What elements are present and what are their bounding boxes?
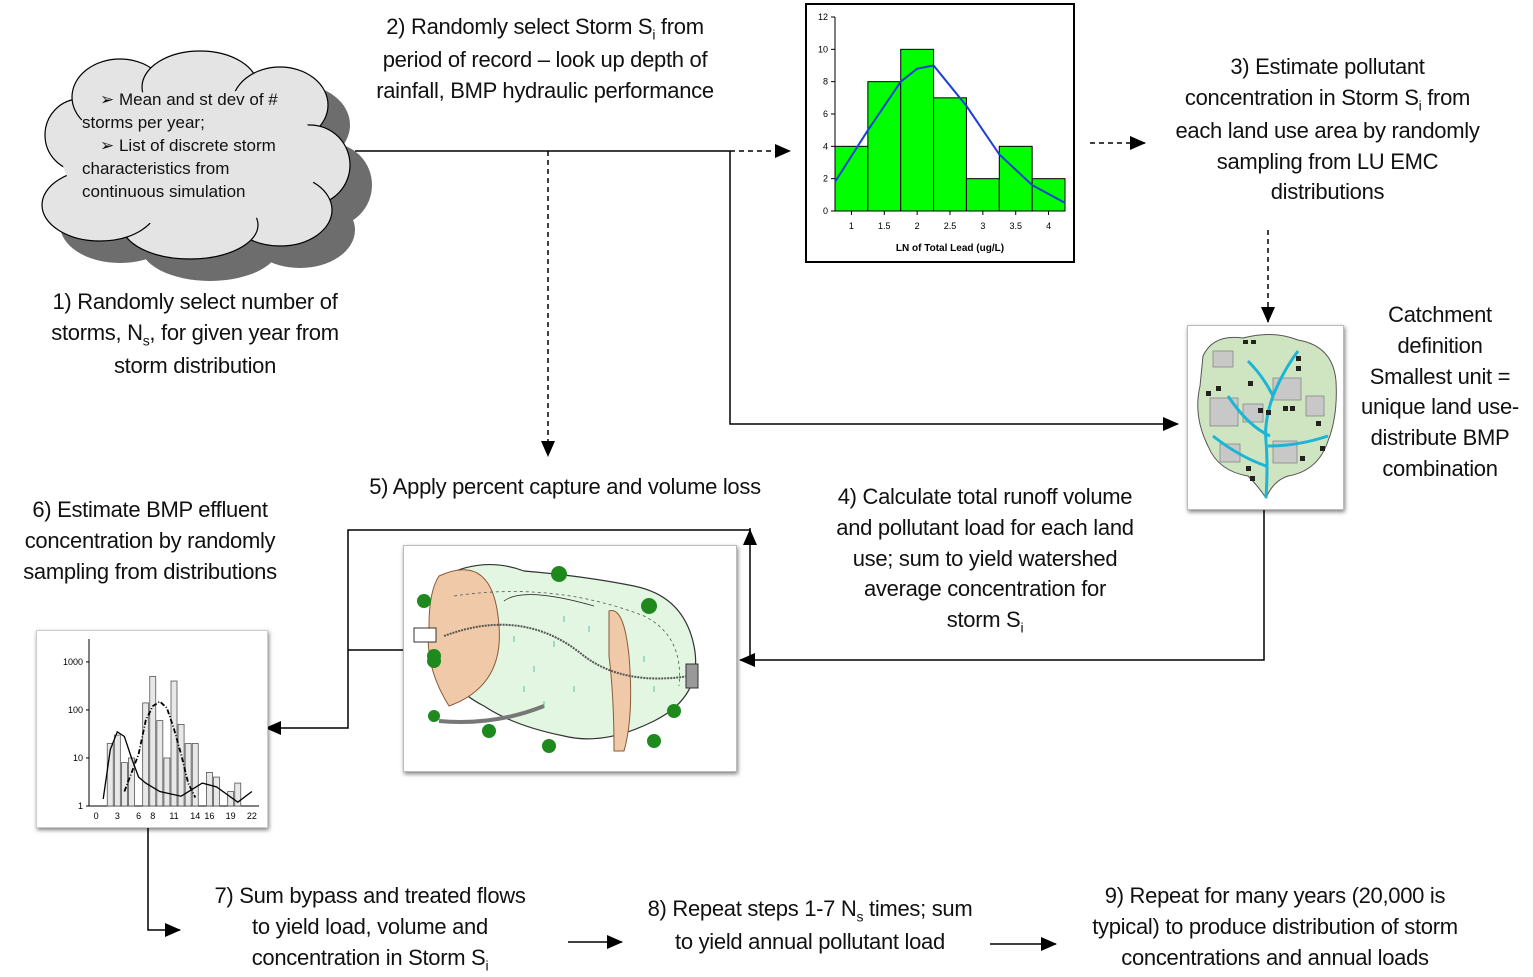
cloud-text: ➢ Mean and st dev of # storms per year; … — [82, 89, 322, 204]
log-bar — [142, 702, 150, 807]
y-tick-label: 4 — [823, 141, 828, 151]
x-axis-label: LN of Total Lead (ug/L) — [896, 243, 1004, 254]
cloud-line-4: characteristics from — [82, 158, 230, 178]
histogram-bar — [867, 81, 902, 212]
y-tick-label: 12 — [818, 12, 828, 22]
log-bar — [234, 782, 242, 807]
cloud-line-2: storms per year; — [82, 112, 205, 132]
x-tick-label: 0 — [94, 811, 99, 821]
x-tick-label: 4 — [1046, 221, 1051, 231]
fit-curve-dashdot — [123, 700, 197, 798]
bmp-pond-diagram — [403, 545, 737, 772]
step-6-text: 6) Estimate BMP effluent concentration b… — [23, 497, 277, 584]
log-bar — [191, 743, 199, 807]
step-3-text: 3) Estimate pollutant concentration in S… — [1175, 54, 1480, 205]
y-tick-label: 10 — [818, 44, 828, 54]
fit-curve — [834, 64, 1066, 204]
log-bar — [149, 675, 157, 807]
x-tick-label: 22 — [247, 811, 257, 821]
y-tick-label: 100 — [68, 705, 83, 715]
log-bar — [184, 743, 192, 807]
x-tick-label: 3 — [980, 221, 985, 231]
log-bar — [206, 772, 213, 807]
step-1-text: 1) Randomly select number of storms, Ns,… — [51, 289, 339, 378]
x-tick-label: 16 — [204, 811, 214, 821]
x-tick-label: 2.5 — [944, 221, 957, 231]
histogram-bar — [965, 178, 1000, 212]
cloud-line-5: continuous simulation — [82, 181, 246, 201]
histogram-bar — [900, 48, 935, 212]
lead-histogram-chart: 0 2 4 6 8 10 12 1 1.5 2 2.5 3 3.5 4 LN of Total Lead (… — [818, 12, 1066, 254]
x-tick-label: 3.5 — [1009, 221, 1022, 231]
histogram-bar — [933, 97, 967, 212]
x-tick-label: 19 — [226, 811, 236, 821]
log-bar — [163, 757, 171, 807]
x-tick-label: 14 — [190, 811, 200, 821]
step-4-text: 4) Calculate total runoff volume and pol… — [836, 484, 1134, 636]
connector-catchment-to-bmp — [739, 508, 1265, 667]
x-tick-label: 6 — [136, 811, 141, 821]
connector-to-catchment — [729, 151, 1179, 431]
y-tick-label: 2 — [823, 174, 828, 184]
connector-to-step7 — [147, 825, 181, 937]
log-bar — [113, 734, 121, 807]
log-bar — [213, 776, 220, 807]
catchment-text: Catchment definition Smallest unit = uni… — [1361, 302, 1519, 481]
step-5-text: 5) Apply percent capture and volume loss — [369, 474, 761, 499]
y-tick-label: 1000 — [63, 657, 83, 667]
step-9-text: 9) Repeat for many years (20,000 is typi… — [1092, 883, 1458, 970]
log-bar — [170, 680, 178, 807]
y-tick-label: 1 — [78, 801, 83, 811]
y-tick-label: 6 — [823, 109, 828, 119]
y-tick-label: 8 — [823, 77, 828, 87]
log-bar — [156, 720, 164, 807]
y-tick-label: 10 — [73, 753, 83, 763]
y-tick-label: 0 — [823, 206, 828, 216]
cloud-shape — [41, 50, 372, 281]
catchment-map — [1187, 325, 1344, 510]
cloud-line-1: ➢ Mean and st dev of # — [100, 90, 278, 109]
cloud-line-3: ➢ List of discrete storm — [100, 135, 276, 155]
step-8-text: 8) Repeat steps 1-7 Ns times; sum to yie… — [647, 896, 973, 954]
x-tick-label: 3 — [115, 811, 120, 821]
x-tick-label: 1.5 — [878, 221, 891, 231]
x-tick-label: 8 — [150, 811, 155, 821]
lead-histogram-figure: 0 2 4 6 8 10 12 1 1.5 2 2.5 3 3.5 4 LN of Total Lead (… — [805, 3, 1075, 263]
histogram-bar — [998, 145, 1033, 212]
step-2-text: 2) Randomly select Storm Si from period … — [376, 14, 714, 103]
x-tick-label: 2 — [915, 221, 920, 231]
connector-to-effluent-chart — [265, 650, 349, 735]
step-7-text: 7) Sum bypass and treated flows to yield… — [214, 883, 526, 973]
log-bar — [177, 724, 185, 807]
x-tick-label: 1 — [849, 221, 854, 231]
fit-curve-solid — [102, 730, 253, 804]
x-tick-label: 11 — [169, 811, 178, 821]
